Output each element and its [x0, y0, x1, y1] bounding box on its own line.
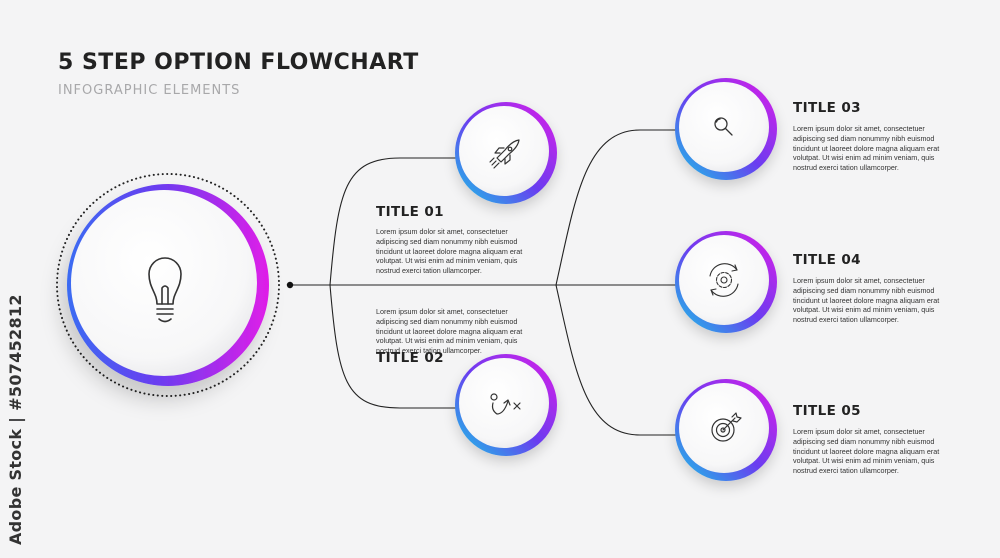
step-05-description: Lorem ipsum dolor sit amet, consectetuer…	[793, 427, 940, 476]
step-01-title: TITLE 01	[376, 204, 444, 220]
step-04-title: TITLE 04	[793, 252, 861, 268]
strategy-play-icon	[490, 393, 521, 415]
step-02-description: Lorem ipsum dolor sit amet, consectetuer…	[376, 307, 523, 356]
step-02-node	[455, 354, 557, 456]
lightbulb-icon	[148, 257, 182, 323]
step-04-description: Lorem ipsum dolor sit amet, consectetuer…	[793, 276, 940, 325]
step-03-description: Lorem ipsum dolor sit amet, consectetuer…	[793, 124, 940, 173]
connector-lines	[290, 129, 678, 436]
step-02-title: TITLE 02	[376, 350, 444, 366]
connector-step-01	[329, 157, 460, 286]
connector-step-05	[555, 284, 678, 436]
step-05-node	[675, 379, 777, 481]
step-04-node	[675, 231, 777, 333]
step-03-node	[675, 78, 777, 180]
stock-watermark: Adobe Stock | #507452812	[6, 294, 25, 545]
page-title: 5 STEP OPTION FLOWCHART	[58, 50, 419, 75]
connector-step-03	[555, 129, 678, 286]
step-01-node	[455, 102, 557, 204]
connector-step-02	[329, 284, 460, 409]
step-01-description: Lorem ipsum dolor sit amet, consectetuer…	[376, 227, 523, 276]
target-icon	[711, 412, 742, 442]
connector-start-dot	[286, 281, 294, 289]
search-icon	[714, 117, 733, 136]
page-subtitle: INFOGRAPHIC ELEMENTS	[58, 83, 241, 98]
step-03-title: TITLE 03	[793, 100, 861, 116]
gear-cycle-icon	[709, 263, 739, 297]
hub-circle	[56, 173, 280, 397]
rocket-icon	[489, 139, 520, 169]
step-05-title: TITLE 05	[793, 403, 861, 419]
